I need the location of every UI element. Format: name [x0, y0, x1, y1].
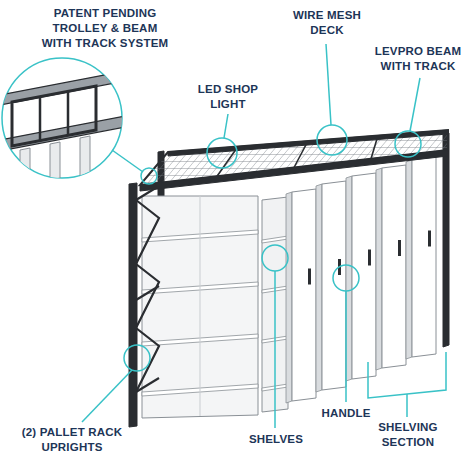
rack-strut: [136, 286, 159, 300]
panel-side: [316, 184, 322, 392]
callout-label: SHELVING SECTION: [366, 420, 450, 450]
upright-post: [129, 183, 137, 427]
callout-label: LED SHOP LIGHT: [191, 82, 265, 112]
handle: [308, 269, 311, 285]
callout-label: SHELVES: [240, 432, 312, 447]
sliding-panel: [382, 165, 406, 368]
panel-top: [50, 142, 60, 180]
panel-side: [406, 160, 412, 359]
rack-bracing: [136, 200, 159, 392]
leader-line: [406, 394, 408, 417]
sliding-panel: [322, 181, 346, 390]
callout-label: (2) PALLET RACK UPRIGHTS: [14, 425, 130, 455]
callout-label: HANDLE: [314, 406, 378, 421]
panel-side: [346, 176, 352, 381]
leader-line: [224, 114, 228, 138]
rear-post: [443, 133, 449, 347]
leader-line: [345, 291, 347, 402]
callout-circle: [333, 265, 359, 291]
section-bracket: [368, 352, 446, 398]
shelf-cabinet: [142, 196, 258, 418]
callout-label: WIRE MESH DECK: [288, 8, 366, 38]
callout-circle: [317, 125, 347, 155]
rack-strut: [136, 378, 159, 392]
handle: [398, 240, 401, 256]
trolley-bar: [39, 97, 42, 141]
callout-label: LEVPRO BEAM WITH TRACK: [366, 44, 470, 74]
callout-circle: [395, 131, 421, 157]
handle: [368, 250, 371, 266]
callout-label: PATENT PENDING TROLLEY & BEAM WITH TRACK…: [36, 6, 174, 51]
panel-top: [20, 148, 30, 180]
leader-line: [326, 44, 331, 125]
trolley-bar: [67, 92, 70, 136]
callout-circle: [124, 345, 150, 371]
panel-seam: [200, 196, 201, 416]
panel-side: [286, 192, 292, 403]
sliding-panel: [352, 173, 376, 379]
sliding-panel: [292, 189, 316, 401]
callout-circle: [207, 138, 237, 168]
panel-side: [376, 168, 382, 370]
inset-leader: [112, 150, 143, 172]
trolley-inset: [0, 58, 130, 180]
callout-circle: [262, 245, 288, 271]
shelving-unit: [129, 130, 449, 427]
panel-top: [80, 136, 90, 180]
handle: [428, 231, 431, 247]
leader-line: [410, 78, 420, 131]
shelf-board: [262, 236, 288, 243]
sliding-panel: [412, 157, 436, 357]
leader-line: [274, 271, 276, 428]
callout-circle: [141, 168, 157, 184]
leader-line: [82, 370, 132, 422]
